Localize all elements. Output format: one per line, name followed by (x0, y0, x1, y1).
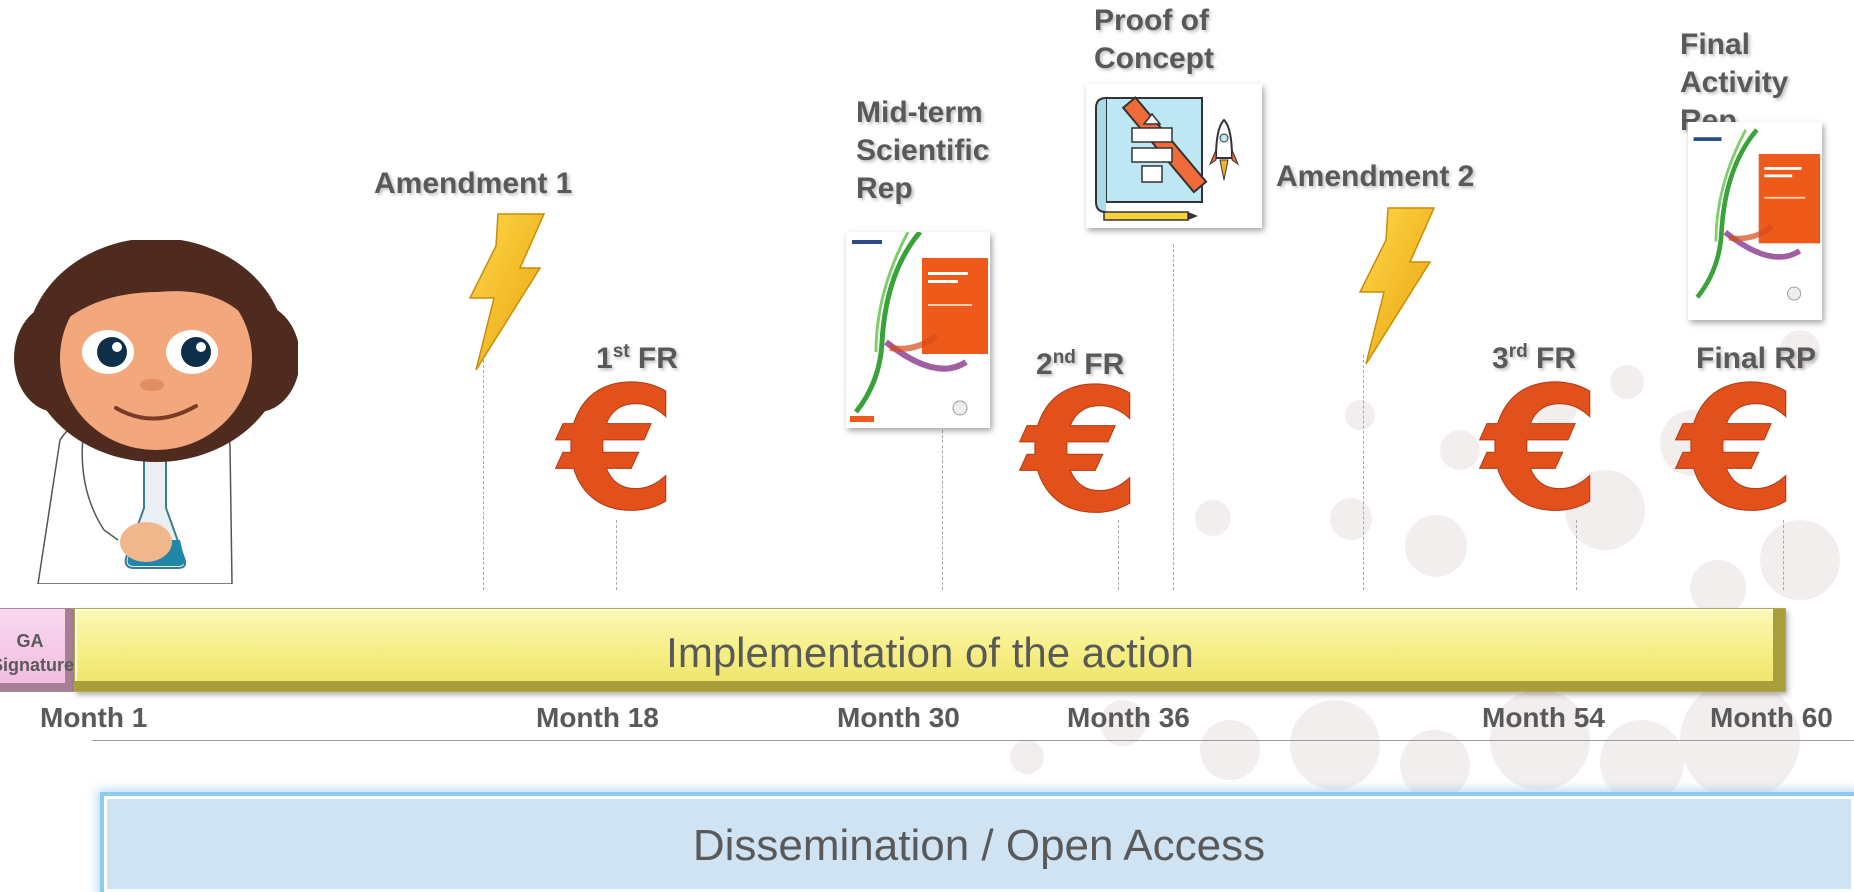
month-60-label: Month 60 (1710, 702, 1833, 733)
month-1-label: Month 1 (40, 702, 148, 733)
month-36-label: Month 36 (1067, 702, 1190, 733)
month-54-label: Month 54 (1482, 702, 1605, 733)
dissemination-label: Dissemination / Open Access (692, 821, 1266, 870)
amendment2-connector (1363, 355, 1364, 590)
amendment1-label: Amendment 1 (374, 167, 573, 200)
euro-icon: € (1674, 378, 1797, 528)
month-30-label: Month 30 (837, 702, 960, 733)
fr2-connector (1118, 520, 1119, 590)
scientist-icon (14, 240, 298, 584)
euro-icon: € (1478, 378, 1601, 528)
midterm-report-label: Mid-term Scientific Rep (856, 94, 989, 208)
report-cover-icon (846, 232, 990, 428)
lightning-icon (1358, 207, 1436, 365)
month-18-label: Month 18 (536, 702, 659, 733)
svg-text:€: € (1019, 380, 1141, 530)
fr2-label: 2nd FR (1036, 347, 1125, 381)
lightning-icon (468, 213, 546, 371)
ga-signature-block: GA Signature (0, 608, 76, 692)
proof-of-concept-label: Proof of Concept (1094, 2, 1214, 78)
dissemination-bar: Dissemination / Open Access (104, 796, 1854, 892)
blueprint-rocket-icon (1086, 84, 1262, 228)
midterm-line-3: Rep (856, 172, 913, 205)
final-activity-line-2: Activity (1680, 66, 1789, 99)
amendment1-connector (483, 360, 484, 590)
midterm-line-2: Scientific (856, 134, 990, 167)
svg-text:€: € (1675, 378, 1797, 528)
midterm-connector (942, 430, 943, 590)
final-rp-connector (1783, 520, 1784, 590)
ga-signature-label: GA Signature (0, 631, 75, 675)
report-cover-icon (1688, 122, 1822, 320)
fr1-label: 1st FR (596, 341, 678, 375)
euro-icon: € (554, 378, 677, 528)
fr3-label: 3rd FR (1492, 341, 1577, 375)
final-activity-line-1: Final (1680, 28, 1751, 61)
svg-text:€: € (555, 378, 677, 528)
fr3-connector (1576, 520, 1577, 590)
fr1-connector (616, 520, 617, 590)
midterm-line-1: Mid-term (856, 96, 983, 129)
poc-line-1: Proof of (1094, 4, 1209, 37)
amendment2-label: Amendment 2 (1276, 160, 1475, 193)
svg-text:€: € (1479, 378, 1601, 528)
month-axis-rule (92, 740, 1854, 741)
implementation-label: Implementation of the action (666, 629, 1194, 676)
final-rp-label: Final RP (1696, 342, 1817, 375)
poc-line-2: Concept (1094, 42, 1214, 75)
euro-icon: € (1018, 380, 1141, 530)
implementation-bar: Implementation of the action (74, 608, 1786, 692)
poc-connector (1173, 244, 1174, 590)
